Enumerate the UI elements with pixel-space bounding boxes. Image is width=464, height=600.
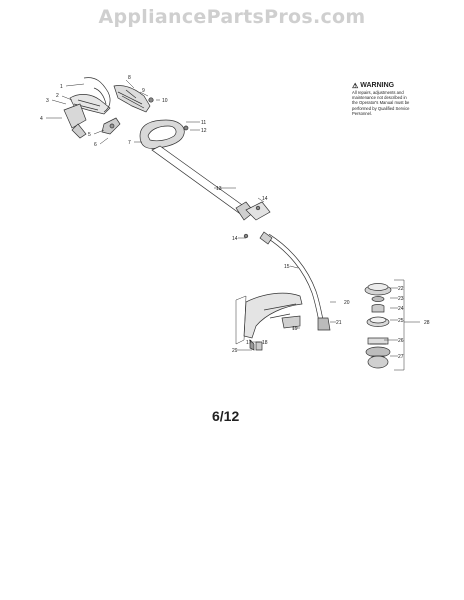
lower-shaft-part [259, 231, 325, 327]
callout-19: 19 [292, 326, 298, 332]
trimmer-head-parts [364, 283, 392, 369]
warning-title: WARNING [360, 82, 395, 89]
throttle-housing-part [63, 94, 111, 139]
callout-2: 2 [56, 93, 59, 99]
callout-6: 6 [94, 142, 97, 148]
callout-8: 8 [128, 75, 131, 81]
callout-18: 18 [262, 340, 268, 346]
callout-27: 27 [398, 354, 404, 360]
warning-line: All repairs, adjustments and [352, 90, 404, 95]
upper-shaft-part [151, 145, 255, 221]
screw-part [148, 97, 154, 103]
trigger-part [101, 117, 121, 135]
callout-25: 25 [398, 318, 404, 324]
warning-notice: ⚠ WARNING All repairs, adjustments and m… [352, 82, 428, 116]
callout-26: 26 [398, 338, 404, 344]
warning-line: performed by Qualified Service [352, 105, 410, 111]
cutting-line-blade-part [249, 339, 263, 351]
callout-1: 1 [60, 84, 63, 90]
callout-15: 15 [284, 264, 290, 270]
handle-screw-part [183, 125, 189, 131]
callout-17: 17 [246, 340, 252, 346]
site-watermark: AppliancePartsPros.com [98, 6, 366, 28]
throttle-cable-part [83, 77, 111, 113]
callout-14a: 14 [262, 196, 268, 202]
warning-line: maintenance not described in [352, 95, 407, 101]
front-handle-part [139, 119, 185, 149]
callout-7: 7 [128, 140, 131, 146]
gear-head-part [317, 317, 331, 331]
callout-3: 3 [46, 98, 49, 104]
callout-22: 22 [398, 286, 404, 292]
page-number: 6/12 [212, 408, 240, 424]
callout-11: 11 [201, 120, 206, 126]
callout-13: 13 [216, 186, 222, 192]
callout-23: 23 [398, 296, 404, 302]
callout-16: 29 [232, 348, 238, 354]
callout-4: 4 [40, 116, 43, 122]
callout-12: 12 [201, 128, 207, 134]
callout-20: 20 [344, 300, 350, 306]
warning-triangle-icon: ⚠ [352, 82, 359, 90]
debris-shield-part [235, 292, 303, 345]
coupler-part [245, 201, 271, 221]
callout-10: 10 [162, 98, 168, 104]
warning-line: the Operator's Manual must be [352, 100, 410, 106]
callout-21: 21 [336, 320, 342, 326]
callout-5: 5 [88, 132, 91, 138]
coupler-screw-part [243, 233, 249, 239]
callout-14b: 14 [232, 236, 238, 242]
callout-9: 9 [142, 88, 145, 94]
callout-29: 28 [424, 320, 430, 326]
callout-24: 24 [398, 306, 404, 312]
handle-half-part [113, 85, 151, 113]
warning-line: Personnel. [352, 110, 373, 116]
